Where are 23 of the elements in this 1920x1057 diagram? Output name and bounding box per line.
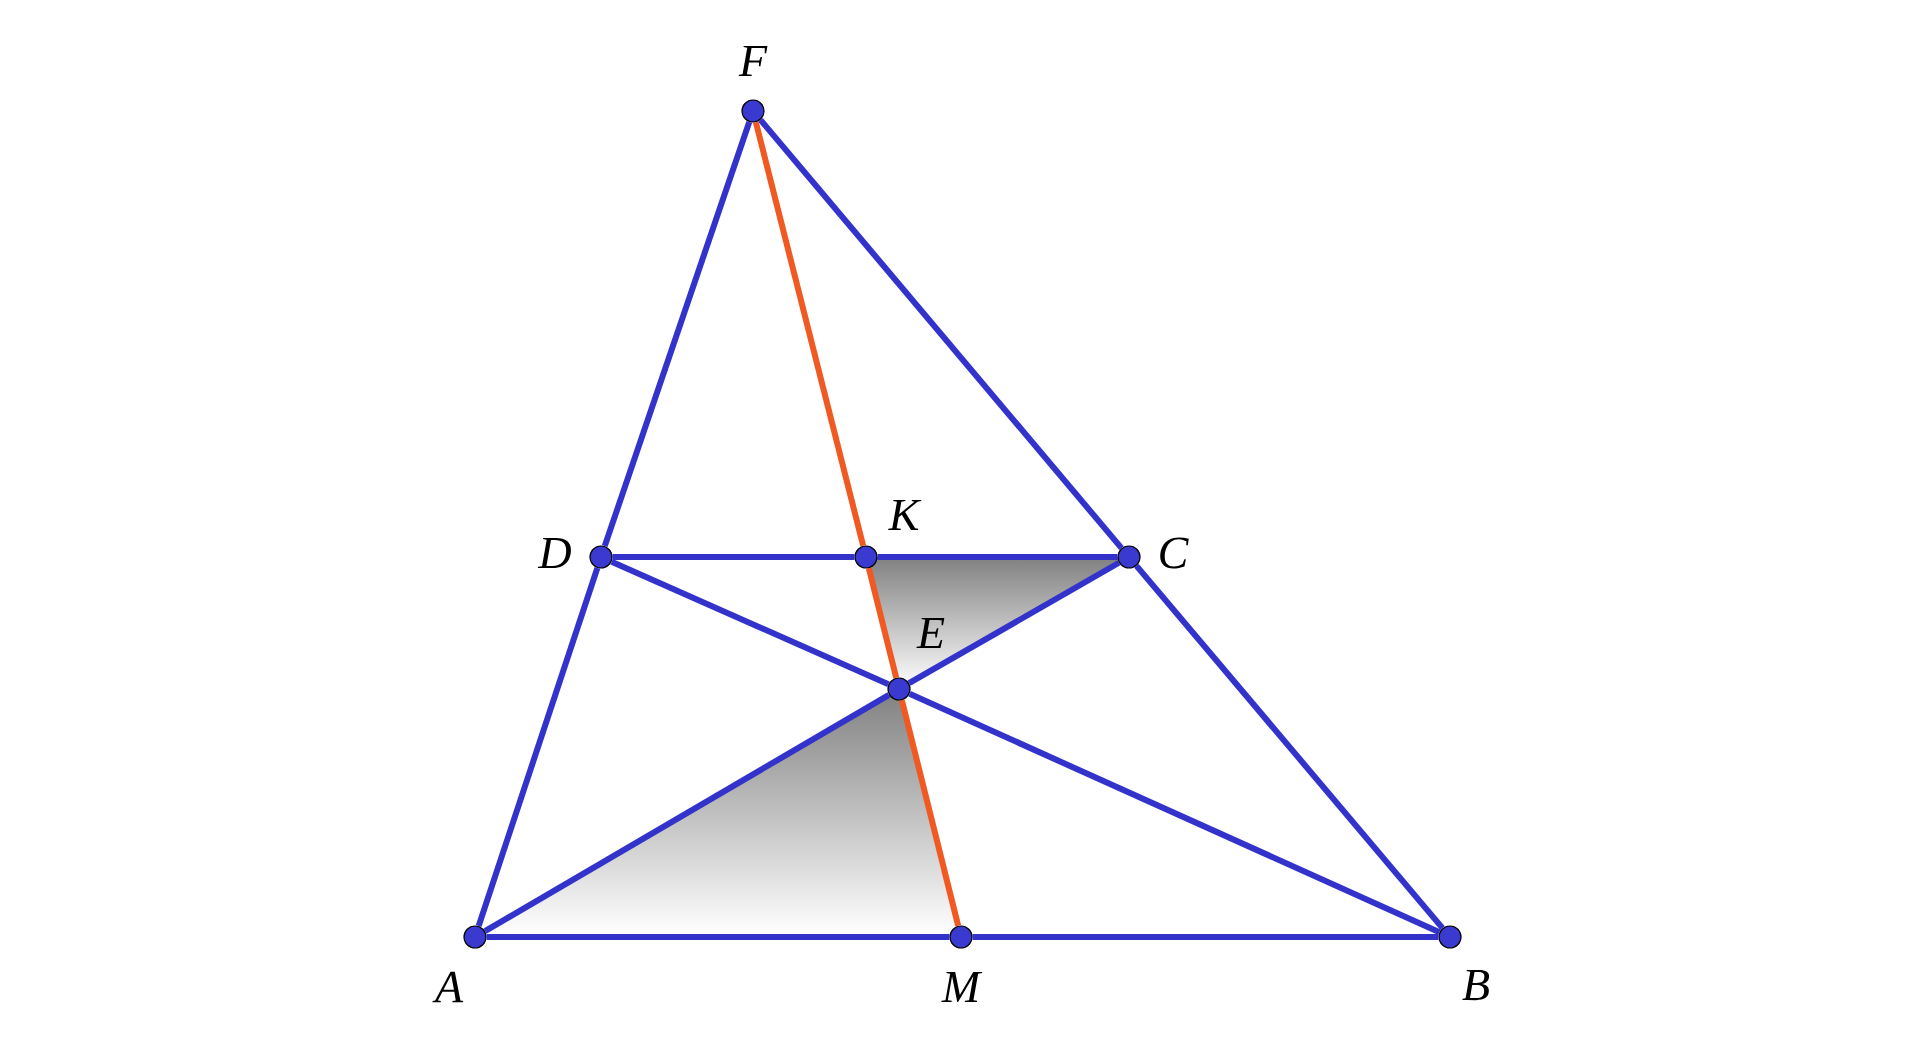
line-segment [612,554,855,560]
line-segment [475,567,601,927]
line-segment [610,558,890,688]
point-label: D [537,537,571,569]
point-label: K [888,499,922,531]
line-segment [486,934,950,940]
point-label: B [1462,969,1490,1001]
line-segment [898,699,962,927]
line-segment [483,692,891,934]
line-segment [758,117,1124,551]
line-segment [908,691,1441,935]
line-segment [752,121,867,547]
line-segment [877,554,1118,560]
point-label: M [941,971,983,1003]
line-segment [865,567,900,679]
point-label: F [738,45,768,77]
line-segment [1134,563,1445,931]
line-segment [972,934,1439,940]
point-label: A [432,971,464,1003]
point-label: C [1160,537,1189,569]
point-label: E [916,617,945,649]
line-segment [907,560,1121,686]
line-segment [601,121,753,547]
